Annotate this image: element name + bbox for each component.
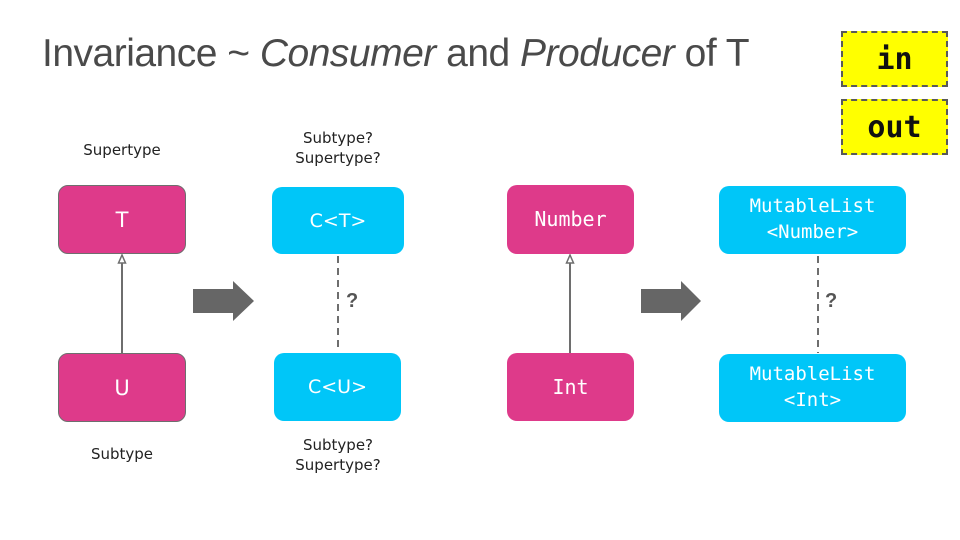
- question-line-supertype: Supertype?: [295, 148, 381, 167]
- container-top-question-label: Subtype? Supertype?: [278, 129, 398, 168]
- container-type-arg: <Int>: [783, 389, 842, 411]
- relation-question-mark-left: ?: [346, 290, 359, 312]
- inheritance-arrowhead-left-icon: [117, 253, 127, 264]
- keyword-out-badge: out: [841, 99, 948, 155]
- question-line-subtype: Subtype?: [302, 436, 374, 454]
- question-line-subtype: Subtype?: [302, 129, 374, 147]
- keyword-in-badge: in: [841, 31, 948, 87]
- container-box-C-of-T: C<T>: [272, 187, 404, 254]
- title-consumer: Consumer: [259, 32, 436, 75]
- title-producer: Producer: [520, 32, 675, 75]
- type-box-Number: Number: [507, 185, 634, 254]
- container-box-MutableList-Number: MutableList <Number>: [719, 186, 906, 254]
- type-box-T: T: [58, 185, 186, 254]
- supertype-label: Supertype: [83, 141, 161, 159]
- container-box-C-of-U: C<U>: [274, 353, 401, 421]
- container-bottom-question-label: Subtype? Supertype?: [278, 436, 398, 475]
- container-name: MutableList: [749, 195, 876, 218]
- container-box-MutableList-Int: MutableList <Int>: [719, 354, 906, 422]
- type-box-U: U: [58, 353, 186, 422]
- title-and: and: [435, 32, 521, 75]
- container-type-arg: <Number>: [766, 221, 859, 243]
- container-name: MutableList: [749, 363, 876, 386]
- title-part1: Invariance ~: [42, 32, 260, 75]
- relation-question-mark-right: ?: [825, 290, 838, 312]
- title-part2: of T: [674, 32, 750, 75]
- transform-arrow-right-icon: [641, 281, 701, 321]
- slide-title: Invariance ~ Consumer and Producer of T: [42, 32, 750, 76]
- question-line-supertype: Supertype?: [295, 455, 381, 474]
- type-box-Int: Int: [507, 353, 634, 421]
- transform-arrow-left-icon: [193, 281, 254, 321]
- inheritance-arrowhead-right-icon: [565, 253, 575, 264]
- subtype-label: Subtype: [90, 445, 154, 463]
